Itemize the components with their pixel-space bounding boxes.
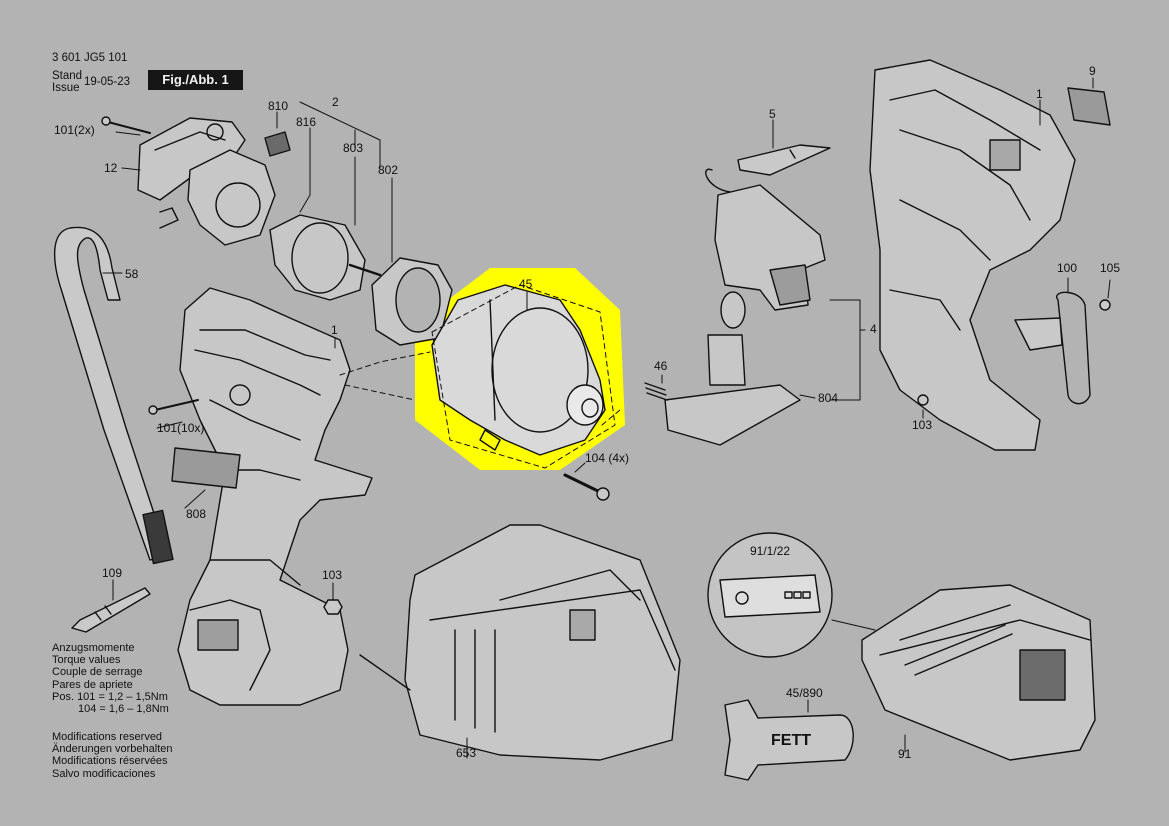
label-101-2x: 101(2x) bbox=[54, 123, 95, 137]
charger-653 bbox=[404, 524, 681, 761]
torque-note-line: Anzugsmomente bbox=[52, 642, 135, 654]
label-4: 4 bbox=[870, 322, 877, 336]
label-816: 816 bbox=[296, 115, 317, 129]
label-803: 803 bbox=[343, 141, 364, 155]
torque-note-line: 104 = 1,6 – 1,8Nm bbox=[78, 703, 169, 716]
modification-note-line: Änderungen vorbehalten bbox=[52, 743, 173, 756]
modification-note-line: Modifications reserved bbox=[52, 731, 163, 743]
label-808-plate bbox=[171, 447, 241, 489]
issue-label: Issue bbox=[52, 82, 80, 94]
stand-label: Stand bbox=[52, 70, 83, 82]
label-109: 109 bbox=[102, 566, 123, 580]
label-103-right: 103 bbox=[912, 418, 933, 432]
torque-note-line: Pares de apriete bbox=[52, 678, 133, 691]
label-2: 2 bbox=[332, 95, 339, 109]
strap-58 bbox=[54, 226, 169, 561]
label-100: 100 bbox=[1057, 261, 1078, 275]
label-101-10x: 101(10x) bbox=[157, 421, 205, 435]
housing-right-1 bbox=[869, 59, 1076, 451]
label-91-1-22: 91/1/22 bbox=[750, 544, 791, 558]
battery-91 bbox=[861, 584, 1096, 761]
label-5: 5 bbox=[769, 107, 776, 121]
grease-fett-text: FETT bbox=[771, 732, 811, 749]
label-810: 810 bbox=[268, 99, 289, 113]
figure-label: Fig./Abb. 1 bbox=[148, 70, 243, 90]
strap-buckle bbox=[142, 509, 174, 565]
electronics-816 bbox=[187, 149, 276, 246]
torque-note-line: Pos. 101 = 1,2 – 1,5Nm bbox=[52, 690, 168, 703]
label-804: 804 bbox=[818, 391, 839, 405]
label-12: 12 bbox=[104, 161, 118, 175]
label-9 bbox=[1067, 87, 1111, 126]
modification-note-line: Modifications réservées bbox=[52, 755, 168, 768]
label-802: 802 bbox=[378, 163, 399, 177]
label-653: 653 bbox=[456, 746, 477, 760]
modification-notes: Modifications reserved Änderungen vorbeh… bbox=[52, 731, 172, 780]
torque-note-line: Torque values bbox=[52, 654, 121, 667]
grease-tube-45-890 bbox=[724, 699, 854, 781]
label-58: 58 bbox=[125, 267, 139, 281]
label-9: 9 bbox=[1089, 64, 1096, 78]
issue-date: 19-05-23 bbox=[84, 76, 131, 88]
label-45: 45 bbox=[519, 277, 533, 291]
label-1-right: 1 bbox=[1036, 87, 1043, 101]
label-46: 46 bbox=[654, 359, 668, 373]
clip-100 bbox=[1055, 291, 1091, 405]
gearbox-45 bbox=[431, 284, 606, 456]
document-number: 3 601 JG5 101 bbox=[52, 52, 128, 64]
modification-note-line: Salvo modificaciones bbox=[52, 767, 156, 780]
torque-notes: Anzugsmomente Torque values Couple de se… bbox=[52, 642, 169, 715]
label-103-left: 103 bbox=[322, 568, 343, 582]
label-91: 91 bbox=[898, 747, 912, 761]
bit-109 bbox=[71, 587, 151, 633]
torque-note-line: Couple de serrage bbox=[52, 666, 143, 679]
label-1-left: 1 bbox=[331, 323, 338, 337]
cover-5 bbox=[737, 144, 831, 176]
spring-46 bbox=[644, 382, 668, 401]
label-105: 105 bbox=[1100, 261, 1121, 275]
motor-rotor-803 bbox=[269, 214, 366, 301]
label-45-890: 45/890 bbox=[786, 686, 823, 700]
board-804 bbox=[664, 384, 801, 446]
label-808: 808 bbox=[186, 507, 207, 521]
label-104-4x: 104 (4x) bbox=[585, 451, 630, 465]
